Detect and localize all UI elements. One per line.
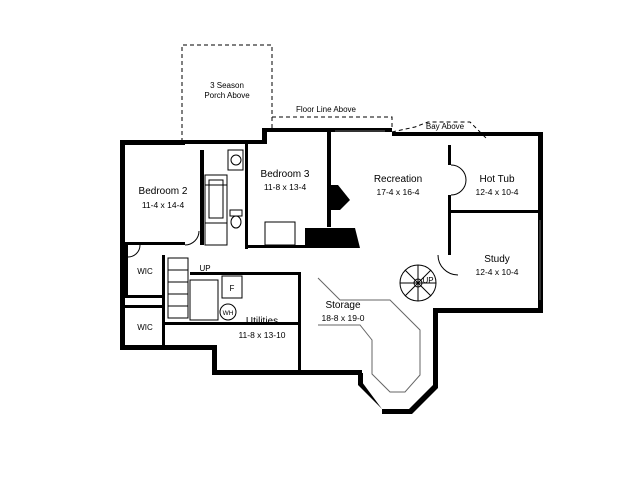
detail-lines: [127, 130, 541, 393]
room-dims: 11-8 x 13-4: [264, 182, 307, 192]
room-name: Recreation: [374, 174, 422, 185]
room-dims: 17-4 x 16-4: [377, 187, 420, 197]
bay-outline: [391, 121, 489, 141]
porch-line1: 3 Season: [210, 81, 244, 90]
spiral-up-label: UP: [422, 276, 433, 285]
room-dims: 11-8 x 13-10: [238, 330, 285, 340]
wic-label-1: WIC: [137, 267, 153, 276]
interior-walls: [125, 132, 538, 372]
wic-label-2: WIC: [137, 323, 153, 332]
porch-outline: [181, 44, 273, 142]
room-dims: 12-4 x 10-4: [476, 267, 519, 277]
room-storage: Storage 18-8 x 19-0: [322, 300, 365, 323]
porch-line2: Porch Above: [204, 91, 250, 100]
room-dims: 12-4 x 10-4: [476, 187, 519, 197]
room-name: Utilities: [246, 316, 278, 327]
room-utilities: Utilities 11-8 x 13-10: [238, 316, 285, 340]
room-study: Study 12-4 x 10-4: [476, 254, 519, 277]
porch-label: 3 Season Porch Above: [204, 81, 250, 100]
room-bedroom2: Bedroom 2 11-4 x 14-4: [139, 186, 188, 210]
furnace-label: F: [230, 284, 235, 293]
room-bedroom3: Bedroom 3 11-8 x 13-4: [261, 169, 310, 192]
room-name: Storage: [325, 300, 360, 311]
floor-line-outline: [272, 116, 393, 130]
room-name: Study: [484, 254, 510, 265]
bay-label: Bay Above: [426, 122, 465, 131]
water-heater-label: WH: [223, 310, 234, 317]
room-dims: 11-4 x 14-4: [142, 200, 185, 210]
fireplace-label: FP: [335, 211, 345, 220]
room-hottub: Hot Tub 12-4 x 10-4: [476, 174, 519, 197]
room-name: Hot Tub: [479, 174, 514, 185]
floor-line-label: Floor Line Above: [296, 105, 357, 114]
room-dims: 18-8 x 19-0: [322, 313, 365, 323]
room-name: Bedroom 2: [139, 186, 188, 197]
room-recreation: Recreation 17-4 x 16-4: [374, 174, 422, 197]
room-name: Bedroom 3: [261, 169, 310, 180]
stair-up-label: UP: [199, 264, 210, 273]
